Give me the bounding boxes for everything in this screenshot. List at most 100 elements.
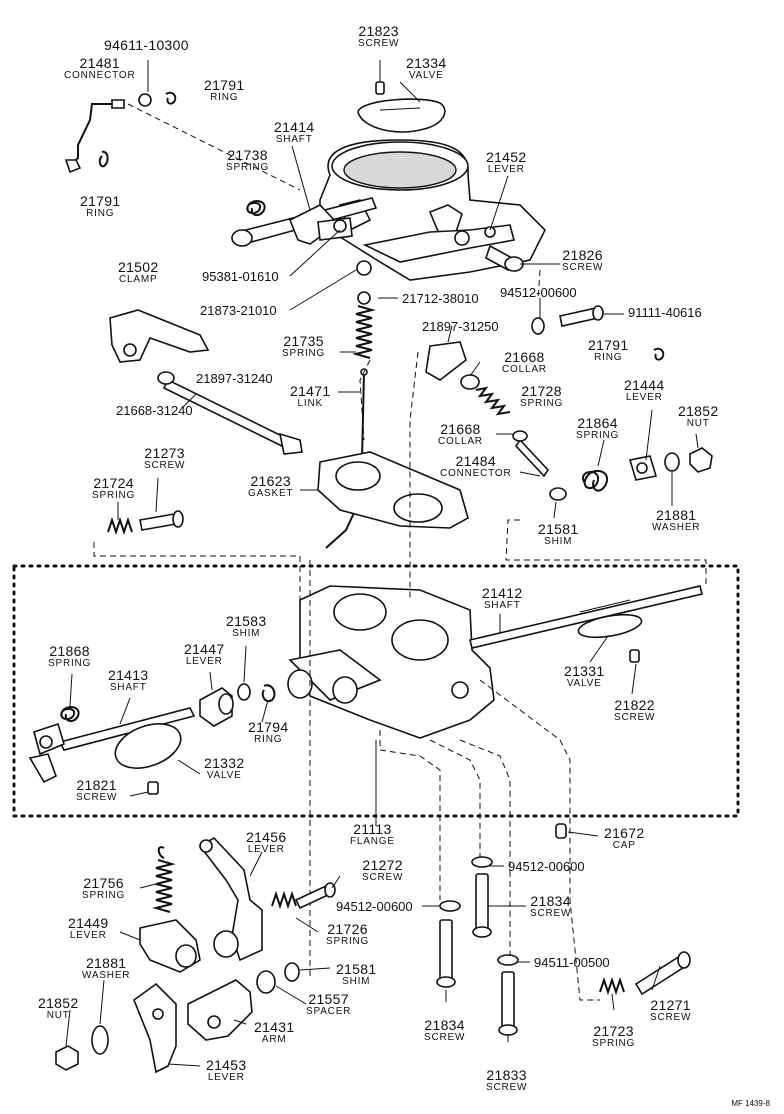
label-number: 21668 xyxy=(504,349,545,365)
spring-21738 xyxy=(246,200,266,216)
washer-94512-00600-c xyxy=(471,856,493,868)
label-description: SPRING xyxy=(92,490,136,501)
label-description: SCREW xyxy=(144,460,186,471)
label-description: LINK xyxy=(297,398,323,409)
screw-21834-a xyxy=(472,873,492,938)
cap-21672 xyxy=(555,823,567,839)
screw-21821 xyxy=(147,781,159,795)
label-number: 21834 xyxy=(530,893,571,909)
label-description: GASKET xyxy=(248,488,294,499)
label-91111-40616: 91111-40616 xyxy=(628,305,702,320)
label-description: CONNECTOR xyxy=(440,468,512,479)
label-number: 21826 xyxy=(562,247,603,263)
dash-connector-to-shaft xyxy=(127,103,301,191)
reference-code: MF 1439-8 xyxy=(731,1099,770,1108)
label-21873-21010: 21873-21010 xyxy=(200,303,277,318)
label-description: VALVE xyxy=(408,70,444,81)
lever-21452 xyxy=(362,224,515,263)
label-number: 21823 xyxy=(358,23,399,39)
label-number: 21444 xyxy=(624,377,665,393)
part-21873-21010 xyxy=(356,260,372,276)
label-description: CAP xyxy=(612,840,636,851)
label-number: 21852 xyxy=(678,403,719,419)
label-description: COLLAR xyxy=(502,364,547,375)
shaft-21412 xyxy=(469,585,703,649)
part-21712-38010 xyxy=(357,291,371,305)
label-number: 21852 xyxy=(38,995,79,1011)
label-number: 21502 xyxy=(118,259,159,275)
label-number: 21881 xyxy=(85,955,127,971)
label-number: 21413 xyxy=(108,667,149,683)
collar-21668-b xyxy=(512,430,528,442)
label-number: 21821 xyxy=(76,777,117,793)
ring-21791-c xyxy=(653,347,665,361)
ring-21791-a xyxy=(165,91,177,105)
label-number: 21334 xyxy=(406,55,447,71)
lever-21449 xyxy=(139,919,201,973)
nut-21852-b xyxy=(55,1045,79,1071)
washer-21881-b xyxy=(91,1025,109,1055)
ring-21794 xyxy=(261,684,276,702)
screw-21834-b xyxy=(436,919,456,988)
label-number: 21864 xyxy=(577,415,618,431)
label-description: SPRING xyxy=(48,658,92,669)
label-21668-31240: 21668-31240 xyxy=(116,403,193,418)
clamp-21502 xyxy=(109,309,210,363)
label-number: 21868 xyxy=(49,643,90,659)
label-95381-01610: 95381-01610 xyxy=(202,269,279,284)
label-number: 21735 xyxy=(283,333,324,349)
lever-21447 xyxy=(199,687,234,727)
label-number: 21332 xyxy=(204,755,245,771)
collar-21668-a xyxy=(460,374,480,390)
label-description: NUT xyxy=(686,418,710,429)
label-number: 21668 xyxy=(440,421,481,437)
label-number: 21113 xyxy=(353,821,392,837)
label-description: SPRING xyxy=(576,430,620,441)
label-number: 21414 xyxy=(274,119,315,135)
gasket-21623 xyxy=(317,451,469,529)
washer-94512-00600-a xyxy=(531,317,545,335)
label-description: LEVER xyxy=(625,392,663,403)
valve-21334 xyxy=(357,98,446,133)
spring-21724 xyxy=(107,516,133,536)
screw-21823 xyxy=(375,60,385,95)
label-description: SCREW xyxy=(486,1082,528,1093)
label-number: 21484 xyxy=(455,453,496,469)
label-description: SCREW xyxy=(76,792,118,803)
label-number: 21557 xyxy=(308,991,349,1007)
connector-21481 xyxy=(64,99,125,174)
label-number: 21581 xyxy=(336,961,377,977)
washer-21881-a xyxy=(664,452,680,472)
label-description: SCREW xyxy=(424,1032,466,1043)
label-number: 21881 xyxy=(655,507,697,523)
label-21712-38010: 21712-38010 xyxy=(402,291,479,306)
label-number: 21471 xyxy=(290,383,331,399)
screw-21833 xyxy=(498,971,518,1036)
label-description: RING xyxy=(86,208,115,219)
washer-94511-00500 xyxy=(497,954,519,966)
screw-21826 xyxy=(485,244,524,272)
label-description: WASHER xyxy=(652,522,701,533)
